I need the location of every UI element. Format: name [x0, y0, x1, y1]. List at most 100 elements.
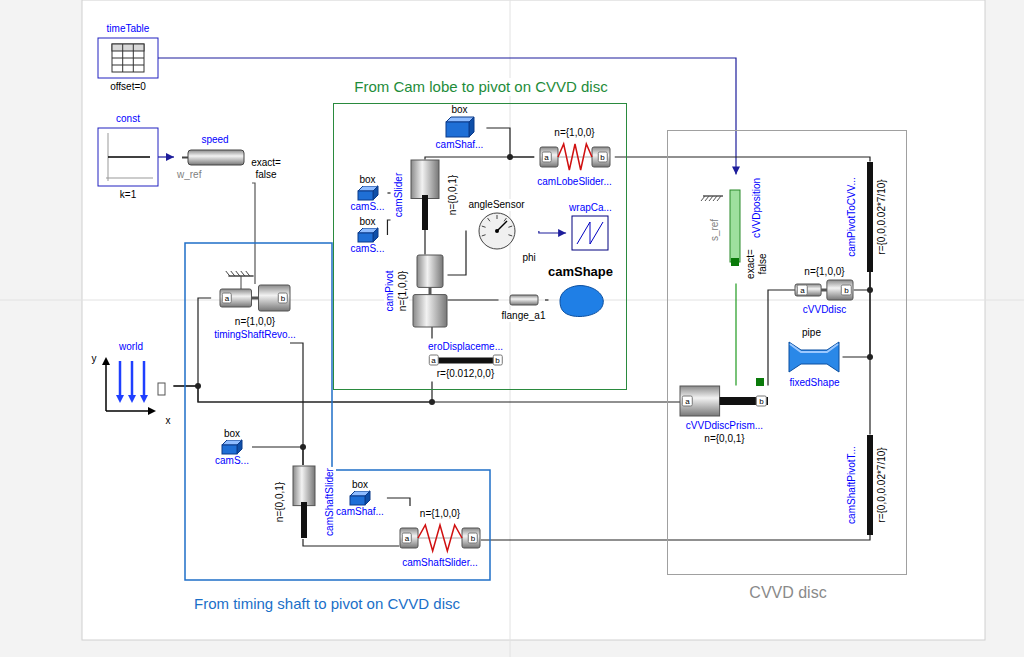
- shape-part: [701, 196, 705, 201]
- shape-part: [418, 525, 462, 551]
- component-icon: [555, 284, 605, 318]
- shape-part: [495, 229, 499, 233]
- component-icon: [290, 466, 318, 538]
- component-label: box: [223, 428, 241, 440]
- shape-part: [560, 285, 603, 316]
- component-label: s_ref: [709, 217, 721, 241]
- connection-wire: [854, 272, 870, 291]
- shape-part: [373, 186, 378, 200]
- component-box: worldyx: [89, 339, 174, 429]
- component-icon: [412, 255, 448, 327]
- shape-part: [108, 156, 150, 158]
- component-label: y: [91, 353, 98, 365]
- shape-part: [106, 410, 148, 412]
- connection-wire: [448, 231, 467, 275]
- shape-part: [350, 496, 365, 505]
- shape-part: [112, 58, 144, 59]
- shape-part: [182, 157, 188, 159]
- connection-wire: [174, 298, 212, 386]
- shape-part: [158, 58, 870, 546]
- port-letter: b: [468, 533, 478, 544]
- shape-part: [358, 233, 373, 242]
- component-label: n={1,0,0}: [553, 127, 595, 139]
- port-letter: a: [428, 354, 438, 365]
- connection-wire: [424, 230, 425, 255]
- shape-part: [413, 294, 447, 326]
- shape-part: [411, 160, 439, 199]
- shape-part: [504, 218, 506, 221]
- shape-part: [731, 258, 739, 266]
- component-label: n={1,0,0}: [419, 508, 461, 520]
- shape-part: [705, 196, 709, 201]
- component-label: k=1: [119, 189, 137, 201]
- connection-wire: [768, 290, 795, 386]
- shape-part: [713, 196, 717, 201]
- component-box: pipefixedShape: [786, 325, 842, 391]
- component-label: n={0,0,1}: [447, 173, 459, 215]
- component-label: r={0.012,0,0}: [436, 368, 496, 380]
- component-box: constk=1: [98, 111, 158, 203]
- shape-part: [236, 271, 240, 276]
- component-icon: [866, 435, 874, 535]
- connection-wire: [448, 299, 499, 300]
- connection-wire: [431, 327, 432, 339]
- port-letter: a: [402, 533, 412, 544]
- shape-part: [577, 222, 603, 244]
- component-icon: [789, 340, 839, 374]
- shape-part: [572, 216, 608, 250]
- shape-part: [730, 190, 740, 262]
- component-box: n={1,0,0}abcamLobeSlider...: [534, 125, 615, 190]
- connection-wire: [735, 284, 736, 386]
- component-label: camShaftSlider...: [401, 557, 479, 569]
- component-icon: [446, 117, 474, 137]
- group-heading: From Cam lobe to pivot on CVVD disc: [353, 78, 608, 96]
- connection-wire: [158, 156, 174, 157]
- shape-part: [790, 344, 838, 352]
- shape-part: [133, 44, 134, 72]
- shape-part: [756, 378, 764, 386]
- component-label: n={0,0,1}: [274, 481, 286, 523]
- connection-wire: [481, 535, 870, 541]
- shape-part: [508, 234, 512, 235]
- component-label: camShaf...: [435, 139, 485, 151]
- component-box: flange_a1: [499, 294, 549, 324]
- component-icon: [510, 294, 538, 306]
- component-box: camShaftPivotT...r={0,0,0.02*7/10}: [844, 435, 890, 535]
- connection-wire: [387, 220, 390, 235]
- connection-wire: [174, 386, 681, 402]
- shape-part: [510, 295, 538, 305]
- shape-part: [148, 407, 156, 415]
- connection-wire: [387, 192, 390, 193]
- shape-part: [226, 271, 230, 276]
- shape-part: [429, 399, 435, 405]
- component-label: camS...: [350, 201, 386, 213]
- component-label: camS...: [350, 243, 386, 255]
- component-box: n={1,0,0}abcVVDdisc: [795, 264, 853, 318]
- shape-part: [98, 38, 158, 78]
- component-box: boxcamShaf...: [333, 477, 387, 520]
- component-label: angleSensor: [467, 199, 525, 211]
- component-label: flange_a1: [501, 310, 547, 322]
- shape-part: [540, 147, 558, 167]
- component-box: timeTableoffset=0: [98, 21, 158, 95]
- shape-part: [417, 255, 443, 287]
- shape-part: [479, 213, 515, 249]
- shape-part: [301, 502, 307, 538]
- component-box: camShaftSlidern={0,0,1}: [272, 465, 338, 539]
- component-label: camLobeSlider...: [536, 176, 613, 188]
- shape-part: [241, 276, 242, 289]
- shape-part: [112, 65, 144, 66]
- shape-part: [259, 285, 291, 311]
- component-icon: [866, 162, 874, 272]
- shape-part: [300, 444, 306, 450]
- group-frame: abn={1,0,0}timingShaftRevo...boxcamS...c…: [185, 243, 490, 580]
- component-label: box: [351, 479, 369, 491]
- shape-part: [220, 289, 252, 307]
- port-letter: b: [492, 354, 502, 365]
- component-label: n={1,0,0}: [803, 266, 845, 278]
- shape-part: [195, 154, 873, 450]
- shape-part: [231, 271, 235, 276]
- shape-part: [358, 191, 373, 200]
- connection-wire: [387, 498, 410, 506]
